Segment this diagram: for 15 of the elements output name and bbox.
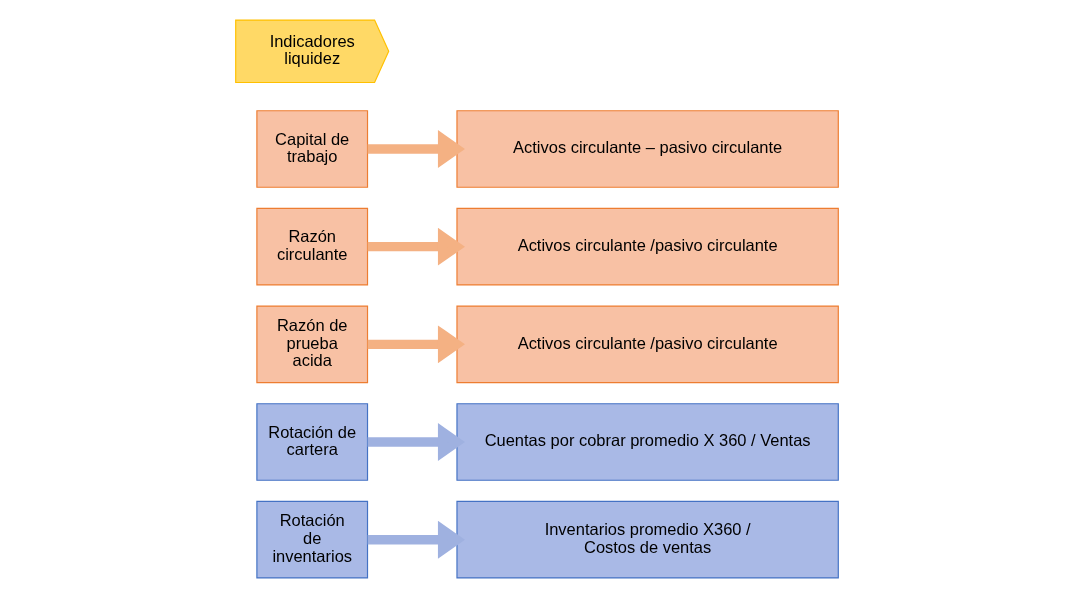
node-box: Activos circulante /pasivo circulante xyxy=(455,305,839,384)
node-box: Activos circulante – pasivo circulante xyxy=(455,110,839,188)
node-box: Activos circulante /pasivo circulante xyxy=(455,207,839,286)
node-box: Cuentas por cobrar promedio X 360 / Ventas xyxy=(455,403,839,481)
arrow xyxy=(367,130,465,168)
node-box: Rotación de inventarios xyxy=(255,500,368,579)
arrow xyxy=(367,227,465,266)
node-box: Rotación de cartera xyxy=(255,403,368,481)
node-box: Capital de trabajo xyxy=(255,110,368,188)
arrow xyxy=(367,423,465,461)
node-box: Razón circulante xyxy=(255,207,368,286)
arrow xyxy=(367,325,465,364)
node-box: Razón de prueba acida xyxy=(255,305,368,384)
node-box: Inventarios promedio X360 / Costos de ventas xyxy=(455,500,839,579)
arrow xyxy=(367,520,465,559)
